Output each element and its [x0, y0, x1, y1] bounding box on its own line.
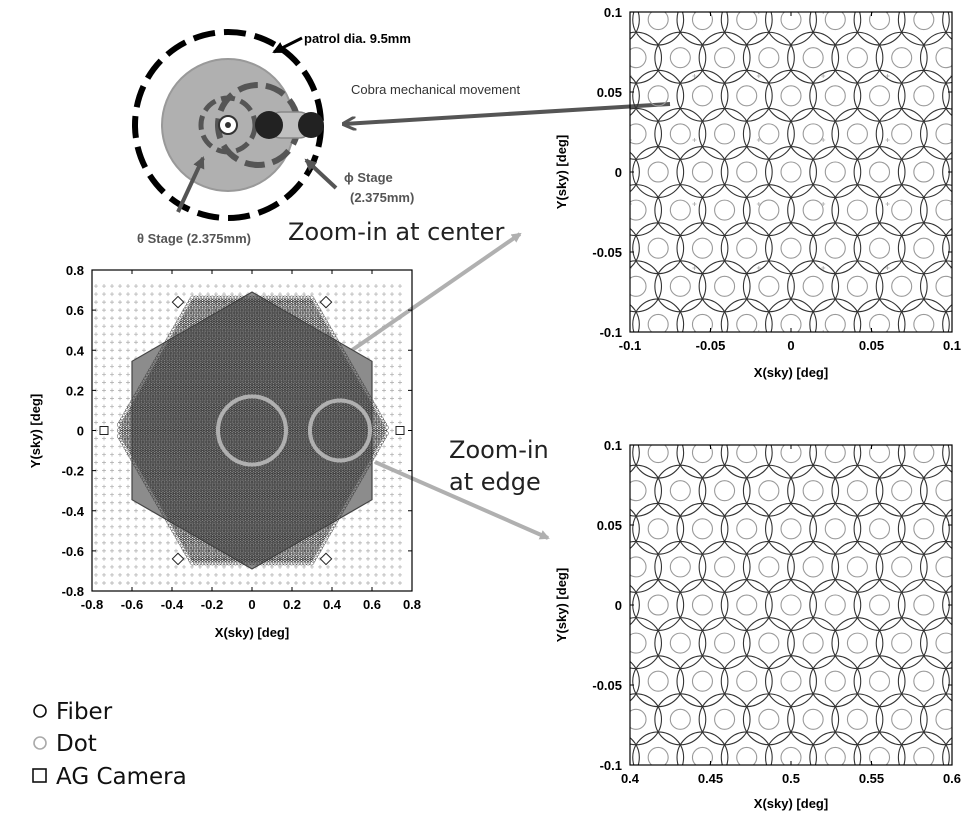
zoom-center-chart: -0.1 -0.05 0 0.05 0.1 0.1 0.05 0 -0.05 -0.1 X(sky… — [554, 5, 961, 380]
legend-dot-label: Dot — [56, 731, 97, 757]
full-field-ytick-label: -0.4 — [62, 504, 85, 519]
zoom-edge-label-line2: at edge — [449, 468, 541, 496]
patrol-label: patrol dia. 9.5mm — [304, 31, 411, 46]
theta-pointer-arrow — [176, 156, 205, 213]
cobra-movement-label: Cobra mechanical movement — [351, 82, 520, 97]
legend: Fiber Dot AG Camera — [32, 699, 187, 790]
zoom-center-ytick-label: -0.05 — [592, 245, 622, 260]
theta-stage-label: θ Stage (2.375mm) — [137, 231, 251, 246]
full-field-ytick-label: -0.8 — [62, 584, 84, 599]
ag-camera-marker — [171, 552, 185, 566]
full-field-chart: -0.8 -0.6 -0.4 -0.2 0 0.2 0.4 0.6 0.8 0.8 0.6 0.4 0.… — [28, 263, 421, 640]
full-field-xtick-label: 0.4 — [323, 597, 342, 612]
zoom-edge-ylabel: Y(sky) [deg] — [554, 568, 569, 642]
zoom-center-ylabel: Y(sky) [deg] — [554, 135, 569, 209]
zoom-center-xtick-label: 0.05 — [859, 338, 884, 353]
full-field-ytick-label: -0.2 — [62, 464, 84, 479]
theta-center-dot — [225, 122, 231, 128]
zoom-center-ytick-label: -0.1 — [600, 325, 622, 340]
ag-camera-marker — [171, 295, 185, 309]
full-field-xtick-label: 0 — [248, 597, 255, 612]
zoom-edge-region-circle — [308, 398, 372, 463]
ag-camera-marker — [319, 295, 333, 309]
full-field-xtick-label: -0.2 — [201, 597, 223, 612]
full-field-ytick-label: 0.8 — [66, 263, 84, 278]
zoom-edge-xtick-label: 0.6 — [943, 771, 961, 786]
phi-stage-motor — [255, 111, 283, 139]
full-field-ylabel: Y(sky) [deg] — [28, 394, 43, 468]
zoom-edge-ticks: 0.4 0.45 0.5 0.55 0.6 0.1 0.05 0 -0.05 -0.1 — [592, 438, 961, 786]
ag-camera-markers — [99, 295, 405, 566]
zoom-center-xtick-label: -0.05 — [696, 338, 726, 353]
zoom-edge-xtick-label: 0.55 — [859, 771, 884, 786]
legend-dot-symbol — [33, 736, 47, 750]
zoom-edge-dot-circles — [630, 445, 952, 765]
full-field-ytick-label: 0.4 — [66, 343, 85, 358]
full-field-xtick-label: -0.8 — [81, 597, 103, 612]
zoom-edge-ytick-label: 0.1 — [604, 438, 622, 453]
patrol-pointer-arrow — [272, 36, 303, 54]
zoom-center-fiber-patrol-circles — [630, 12, 952, 332]
phi-pointer-arrow — [304, 158, 338, 190]
zoom-center-ticks: -0.1 -0.05 0 0.05 0.1 0.1 0.05 0 -0.05 -0.1 — [592, 5, 961, 353]
zoom-edge-frame — [629, 444, 953, 766]
zoom-edge-ytick-label: -0.1 — [600, 758, 622, 773]
phi-stage-size-label: (2.375mm) — [350, 190, 414, 205]
zoom-edge-label-line1: Zoom-in — [449, 436, 549, 464]
zoom-center-ytick-label: 0 — [615, 165, 622, 180]
full-field-xtick-label: 0.2 — [283, 597, 301, 612]
zoom-edge-xlabel: X(sky) [deg] — [754, 796, 828, 811]
full-field-xtick-label: 0.6 — [363, 597, 381, 612]
zoom-center-background-crosses — [630, 12, 952, 332]
full-field-ytick-label: -0.6 — [62, 544, 84, 559]
zoom-edge-xtick-label: 0.45 — [698, 771, 723, 786]
full-field-xtick-label: -0.6 — [121, 597, 143, 612]
zoom-edge-xtick-label: 0.4 — [621, 771, 640, 786]
cobra-movement-arrow — [344, 102, 671, 124]
fiber-hexagon — [117, 291, 389, 570]
zoom-center-xtick-label: 0 — [787, 338, 794, 353]
fiber-tip — [298, 112, 324, 138]
zoom-center-xtick-label: 0.1 — [943, 338, 961, 353]
zoom-edge-xtick-label: 0.5 — [782, 771, 800, 786]
legend-ag-camera-label: AG Camera — [56, 764, 187, 790]
ag-camera-marker — [395, 426, 405, 435]
legend-fiber-label: Fiber — [56, 699, 113, 725]
zoom-center-frame — [629, 11, 953, 333]
legend-fiber-symbol — [33, 704, 47, 718]
zoom-center-ytick-label: 0.05 — [597, 85, 622, 100]
ag-camera-marker — [99, 426, 109, 435]
zoom-edge-content — [630, 445, 952, 765]
zoom-center-xlabel: X(sky) [deg] — [754, 365, 828, 380]
full-field-ytick-label: 0.6 — [66, 303, 84, 318]
legend-ag-camera-symbol — [32, 768, 47, 783]
zoom-edge-arrow — [374, 460, 550, 540]
full-field-xtick-label: 0.8 — [403, 597, 421, 612]
zoom-center-ytick-label: 0.1 — [604, 5, 622, 20]
zoom-center-region-circle — [216, 394, 288, 467]
zoom-region-circles — [216, 394, 372, 467]
ag-camera-marker — [319, 552, 333, 566]
zoom-center-xtick-label: -0.1 — [619, 338, 641, 353]
full-field-xlabel: X(sky) [deg] — [215, 625, 289, 640]
zoom-center-label: Zoom-in at center — [288, 218, 504, 246]
zoom-edge-ytick-label: 0 — [615, 598, 622, 613]
zoom-edge-fiber-patrol-circles — [630, 445, 952, 765]
zoom-edge-ytick-label: -0.05 — [592, 678, 622, 693]
zoom-edge-chart: 0.4 0.45 0.5 0.55 0.6 0.1 0.05 0 -0.05 -0.1 X(sky… — [554, 438, 961, 811]
zoom-center-content — [630, 12, 952, 332]
full-field-ytick-label: 0 — [77, 424, 84, 439]
phi-stage-label: ϕ Stage — [344, 170, 393, 185]
zoom-edge-ytick-label: 0.05 — [597, 518, 622, 533]
full-field-ticks: -0.8 -0.6 -0.4 -0.2 0 0.2 0.4 0.6 0.8 0.8 0.6 0.4 0.… — [62, 263, 421, 612]
zoom-center-dot-circles — [630, 12, 952, 332]
full-field-ytick-label: 0.2 — [66, 383, 84, 398]
cobra-positioner-diagram: patrol dia. 9.5mm Cobra mechanical movem… — [132, 29, 671, 246]
full-field-xtick-label: -0.4 — [161, 597, 184, 612]
